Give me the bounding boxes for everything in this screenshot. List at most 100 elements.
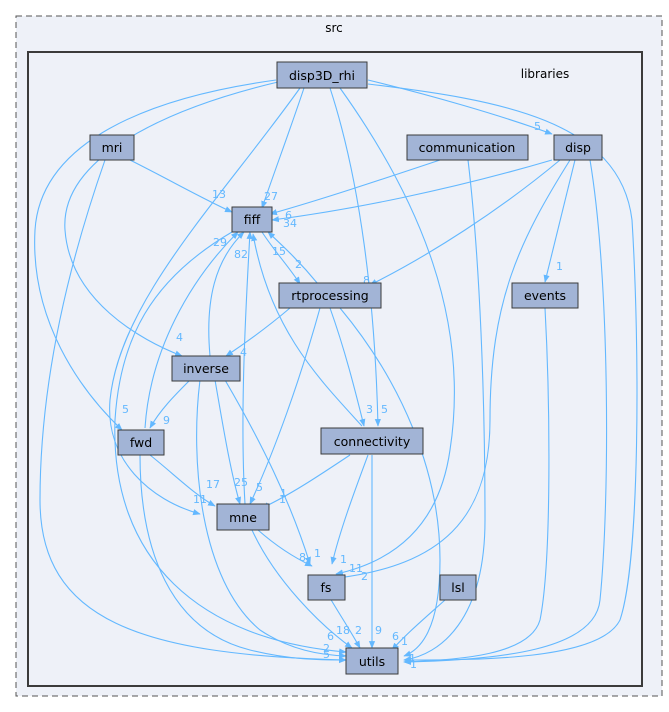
edge-fwd-mne (149, 454, 216, 507)
edge-connectivity-mne (261, 454, 351, 509)
edge-connectivity-fs (330, 454, 369, 565)
edge-rtprocessing-connectivity (329, 307, 366, 427)
node-connectivity[interactable]: connectivity (320, 427, 424, 455)
edge-mne-utils (251, 529, 353, 649)
node-connectivity-label: connectivity (334, 434, 411, 449)
node-fs-label: fs (321, 580, 332, 595)
node-fwd[interactable]: fwd (117, 429, 165, 456)
edge-disp-fs (337, 159, 571, 581)
edge-rtprocessing-utils (339, 307, 441, 657)
lbl-fs-in-b: 2 (361, 570, 368, 583)
lbl-mne-fs: 8 (299, 551, 306, 564)
edge-disp3d-disp (367, 79, 553, 135)
edge-fiff-utils (114, 231, 347, 655)
lbl-utils-in-e: 1 (410, 658, 417, 671)
lbl-disp3d-mne: 11 (193, 493, 207, 506)
node-utils[interactable]: utils (345, 647, 399, 675)
node-communication-label: communication (419, 140, 516, 155)
edge-disp-rtprocessing (369, 159, 561, 286)
edge-rtprocessing-fiff (267, 231, 319, 285)
node-inverse-label: inverse (183, 361, 229, 376)
lbl-connectivity-fs: 1 (314, 547, 321, 560)
lbl-utils-in-b: 6 (392, 630, 399, 643)
lbl-mne-utils: 18 (336, 624, 350, 637)
node-disp3d-rhi-label: disp3D_rhi (289, 68, 355, 83)
lbl-disp-fiff-a: 34 (283, 217, 297, 230)
lbl-inverse-fiff: 82 (234, 248, 248, 261)
node-fiff[interactable]: fiff (231, 206, 273, 233)
edge-mri-utils (39, 159, 347, 663)
lbl-disp3d-disp: 5 (534, 120, 541, 133)
lbl-disp3d-fiff: 27 (264, 190, 278, 203)
node-disp3d-rhi[interactable]: disp3D_rhi (276, 61, 368, 89)
node-mri[interactable]: mri (89, 134, 135, 161)
lbl-disp-rtprocessing: 8 (363, 274, 370, 287)
lbl-rtprocessing-fiff: 15 (272, 245, 286, 258)
lbl-rtprocessing-inverse: 4 (240, 346, 247, 359)
lbl-fs-utils: 2 (355, 624, 362, 637)
lbl-connectivity-utils: 9 (375, 624, 382, 637)
lbl-fs-in-a: 11 (349, 562, 363, 575)
edge-mri-fiff (129, 159, 233, 213)
node-communication[interactable]: communication (406, 134, 529, 161)
lbl-utils-in-f: 5 (323, 648, 330, 661)
node-mne-label: mne (229, 510, 257, 525)
node-events[interactable]: events (511, 282, 579, 309)
edge-disp3d-fiff (261, 87, 305, 209)
lbl-mne-in: 5 (256, 481, 263, 494)
edge-disp3d-fwd (34, 79, 277, 431)
lbl-utils-in-c: 1 (409, 652, 416, 665)
node-utils-label: utils (359, 654, 385, 669)
node-disp[interactable]: disp (553, 134, 603, 161)
lbl-connectivity-mne: 1 (280, 487, 287, 500)
node-lsl-label: lsl (451, 580, 464, 595)
cluster-libraries-label: libraries (521, 67, 569, 81)
edge-communication-fiff (269, 159, 441, 216)
edge-rtprocessing-mne (249, 307, 321, 505)
edge-disp-events (543, 159, 576, 283)
edge-inverse-fiff (208, 231, 245, 357)
edge-events-utils (403, 307, 550, 665)
lbl-fwd-fiff: 29 (213, 236, 227, 249)
lbl-lsl-utils: 1 (401, 635, 408, 648)
lbl-mri-fiff: 13 (212, 188, 226, 201)
node-mne[interactable]: mne (216, 503, 270, 531)
edge-fiff-rtprocessing (261, 231, 301, 285)
edges: 5 27 4 5 5 13 34 6 8 1 2 15 4 3 82 9 25 … (34, 79, 638, 671)
edge-disp-fiff-a (271, 159, 553, 223)
edge-inverse-fwd (149, 379, 191, 429)
lbl-inverse-fwd: 9 (163, 414, 170, 427)
node-lsl[interactable]: lsl (439, 574, 477, 601)
edge-mne-fs (257, 529, 313, 567)
lbl-inverse-mne: 25 (234, 476, 248, 489)
edge-disp3d-utils (367, 83, 638, 664)
edge-rtprocessing-inverse (225, 307, 291, 357)
edge-disp3d-fs (335, 87, 455, 576)
edge-fs-utils (329, 597, 361, 649)
lbl-inverse-fs-b: 1 (340, 553, 347, 566)
edge-lsl-utils (391, 599, 446, 651)
node-rtprocessing[interactable]: rtprocessing (278, 282, 382, 309)
cluster-src-label: src (325, 21, 343, 35)
lbl-disp3d-connectivity: 5 (381, 403, 388, 416)
node-fs[interactable]: fs (307, 574, 346, 601)
edge-disp-utils (403, 159, 608, 665)
lbl-disp3d-fwd: 5 (122, 403, 129, 416)
lbl-inverse-fs: 1 (279, 493, 286, 506)
node-disp-label: disp (565, 140, 591, 155)
lbl-utils-in-d: 2 (323, 642, 330, 655)
lbl-disp-events: 1 (556, 260, 563, 273)
node-rtprocessing-label: rtprocessing (291, 288, 368, 303)
node-inverse[interactable]: inverse (171, 355, 241, 382)
edge-connectivity-fiff (251, 233, 363, 427)
lbl-rtprocessing-connectivity: 3 (366, 403, 373, 416)
lbl-disp-fiff-b: 6 (285, 209, 292, 222)
lbl-fwd-mne: 17 (206, 478, 220, 491)
node-fwd-label: fwd (130, 435, 152, 450)
edge-disp3d-mne (109, 87, 301, 516)
node-events-label: events (524, 288, 566, 303)
edge-disp3d-connectivity (329, 87, 381, 427)
lbl-disp3d-inverse: 4 (176, 331, 183, 344)
edge-mne-fiff (242, 231, 253, 505)
